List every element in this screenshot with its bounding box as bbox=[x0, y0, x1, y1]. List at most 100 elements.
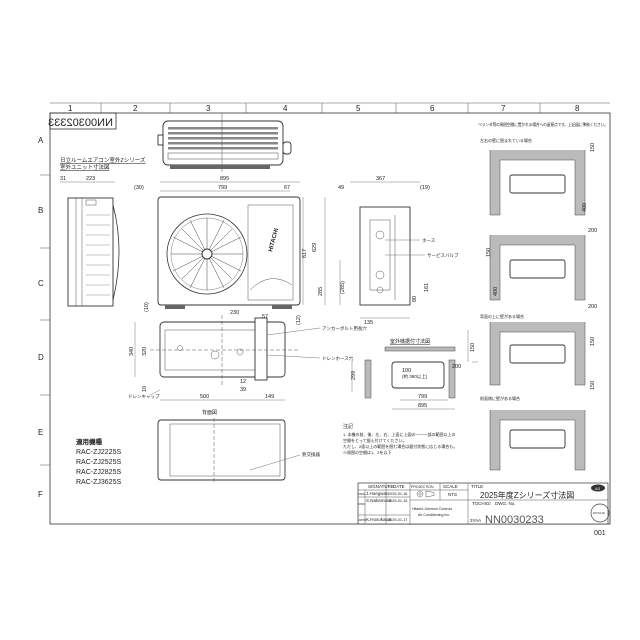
note-line: 1. 本機の前、後、左、右、上面に上図の一一一部の範囲以上の bbox=[343, 431, 455, 437]
approved-role: APPD bbox=[359, 518, 367, 522]
left-side-view bbox=[67, 197, 120, 307]
anchor-label: アンカーボルト用長穴 bbox=[322, 325, 367, 332]
dim-label: 895 bbox=[220, 176, 229, 182]
dim-label: 100 bbox=[402, 368, 411, 374]
dim-label: 285 bbox=[318, 287, 324, 296]
dim-label: 135 bbox=[364, 320, 373, 326]
approval-stamp bbox=[590, 503, 610, 523]
dim-label: 150 bbox=[486, 248, 492, 257]
dim-label: 150 bbox=[590, 381, 596, 390]
installation-title: 室外機据付寸法図 bbox=[390, 338, 430, 345]
designed-date: 2025-01-16 bbox=[388, 499, 407, 503]
dim-label: 49 bbox=[338, 185, 344, 191]
dim-label: 799 bbox=[218, 185, 227, 191]
company-line1: Hitachi-Johnson Controls bbox=[412, 507, 452, 511]
dim-label: (285) bbox=[340, 281, 346, 294]
mirrored-number: NN00302333 bbox=[48, 117, 113, 129]
drain-label: ドレンホース穴 bbox=[322, 355, 354, 362]
right-side-view: ホース サービスバルブ bbox=[359, 206, 459, 306]
drawing-heading: 日立ルームエアコン室外Zシリーズ bbox=[60, 156, 146, 164]
dim-label: 150 bbox=[590, 143, 596, 152]
date-header: DATE bbox=[393, 484, 405, 489]
column-label: 7 bbox=[501, 104, 506, 113]
column-label: 8 bbox=[575, 104, 580, 113]
signature-header: SIGNATURE bbox=[368, 484, 394, 489]
dim-label: 67 bbox=[284, 185, 290, 191]
dim-label: 629 bbox=[312, 243, 318, 252]
top-view bbox=[157, 113, 292, 172]
designed-role: DSN bbox=[359, 502, 365, 506]
drawn-date: 2025-01-16 bbox=[388, 492, 407, 496]
clearance-examples: ベランダ等の周囲空間に置かれる場合への留意点です。上記図に準拠ください。 左右の… bbox=[478, 122, 608, 471]
front-view: HITACHI bbox=[157, 196, 301, 309]
dim-label: 39 bbox=[240, 387, 246, 393]
model-item: RAC-ZJ3625S bbox=[76, 479, 121, 486]
row-label: A bbox=[38, 136, 44, 145]
install-center-label: (約 360以上) bbox=[402, 373, 428, 380]
drawing-number: NN0030233 bbox=[485, 514, 544, 526]
stamp-text: HITACHI bbox=[593, 511, 605, 515]
dim-label: 299 bbox=[351, 371, 357, 380]
dim-label: 10 bbox=[142, 386, 148, 392]
dim-label: 230 bbox=[230, 310, 239, 316]
company-line2: Air Conditioning,Inc. bbox=[418, 513, 450, 517]
dim-label: 161 bbox=[424, 283, 430, 292]
model-item: RAC-ZJ2825S bbox=[76, 469, 121, 476]
column-label: 3 bbox=[206, 104, 211, 113]
column-label: 2 bbox=[133, 104, 138, 113]
mirrored-number-box bbox=[49, 112, 117, 130]
drawn-name: J.Hoegwan bbox=[366, 491, 389, 496]
back-view-label: 背面図 bbox=[202, 409, 217, 416]
hose-label: ホース bbox=[422, 238, 436, 243]
title-header: TITLE bbox=[471, 484, 483, 489]
right-note: ベランダ等の周囲空間に置かれる場合への留意点です。上記図に準拠ください。 bbox=[478, 122, 608, 127]
dim-label: 150 bbox=[590, 337, 596, 346]
column-labels: 1 2 3 4 5 6 7 8 bbox=[68, 104, 580, 113]
dim-label: 367 bbox=[376, 176, 385, 182]
column-label: 4 bbox=[283, 104, 288, 113]
dim-label: 799 bbox=[418, 394, 427, 400]
right-section-label: 前面側に壁がある場合 bbox=[480, 395, 520, 401]
right-section-label: 左右の壁に囲まれている場合 bbox=[480, 137, 532, 143]
column-label: 1 bbox=[68, 104, 73, 113]
dim-label: (10) bbox=[144, 302, 150, 312]
dim-label: 500 bbox=[200, 394, 209, 400]
badge-icon bbox=[591, 484, 605, 492]
scale-value: NTS bbox=[448, 492, 457, 497]
drain-cap-label: ドレンキャップ bbox=[128, 394, 160, 400]
dim-label: 400 bbox=[493, 287, 499, 296]
models-heading: 適用機種 bbox=[76, 437, 103, 446]
drawing-title: 2025年度Zシリーズ寸法図 bbox=[480, 490, 574, 500]
note-line: ※周囲の空間は1、2を以下 bbox=[343, 449, 391, 455]
bottom-view: アンカーボルト用長穴 ドレンホース穴 ドレンキャップ bbox=[128, 315, 367, 400]
dim-label: 200 bbox=[588, 228, 597, 234]
model-list: 適用機種 RAC-ZJ2225S RAC-ZJ2525S RAC-ZJ2825S… bbox=[76, 437, 121, 486]
dim-label: 57 bbox=[262, 314, 268, 320]
dimension-lines bbox=[60, 181, 455, 410]
dwg-no-label: DWG. No. bbox=[495, 501, 516, 506]
dwg-prefix: 3YAA bbox=[470, 518, 481, 523]
ruler-ticks bbox=[40, 103, 541, 466]
row-label: F bbox=[38, 490, 43, 499]
dimension-labels: 31 223 (30) 895 799 67 49 367 (19) 617 6… bbox=[60, 176, 430, 400]
model-item: RAC-ZJ2525S bbox=[76, 459, 121, 466]
dim-label: 200 bbox=[452, 364, 461, 370]
designed-name: S.Nakamura bbox=[366, 498, 392, 503]
dim-label: 617 bbox=[302, 249, 308, 258]
projection-symbol-icon bbox=[416, 490, 435, 498]
row-label: E bbox=[38, 428, 43, 437]
dim-label: 200 bbox=[588, 304, 597, 310]
scale-header: SCALE bbox=[443, 484, 458, 489]
column-label: 6 bbox=[430, 104, 435, 113]
badge: A3 bbox=[595, 486, 601, 491]
dim-label: 150 bbox=[470, 343, 476, 352]
dim-label: 400 bbox=[582, 203, 588, 212]
right-section-label: 背面の上に壁がある場合 bbox=[480, 313, 524, 319]
row-labels: A B C D E F bbox=[38, 136, 44, 499]
dim-label: 340 bbox=[129, 347, 135, 356]
dim-label: 223 bbox=[86, 176, 95, 182]
dim-label: (19) bbox=[420, 185, 430, 191]
approved-date: 2025-01-17 bbox=[388, 518, 407, 522]
installation-diagram: 室外機据付寸法図 (約 360以上) 299 100 200 150 799 8… bbox=[351, 330, 478, 409]
